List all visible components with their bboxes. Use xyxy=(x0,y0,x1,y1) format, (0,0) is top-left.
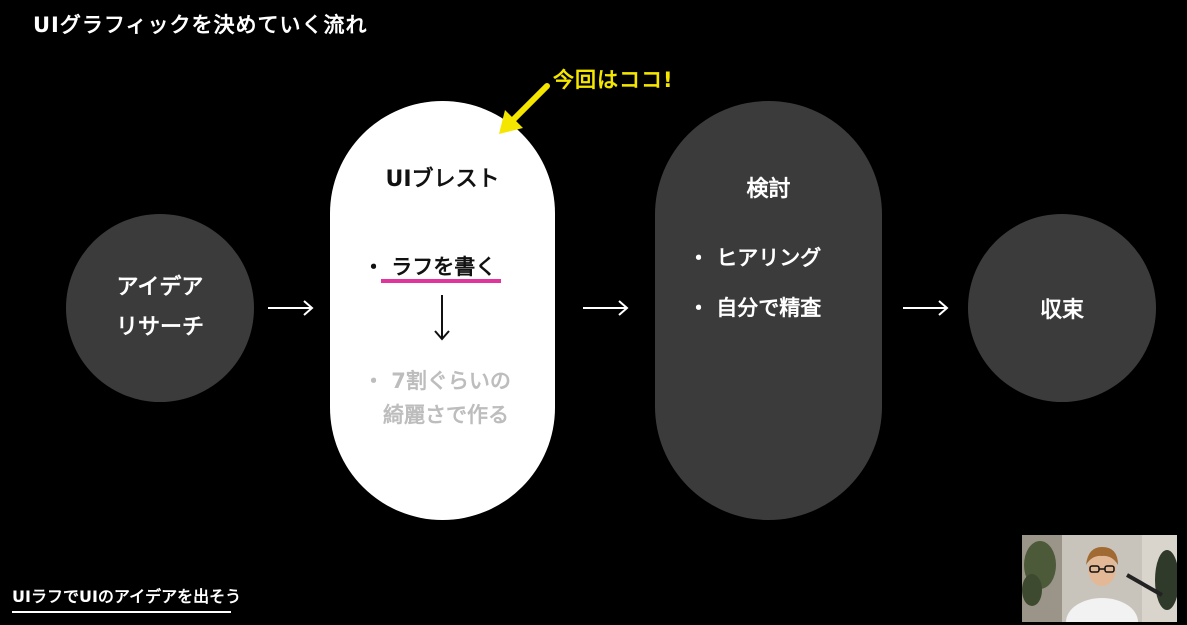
brainstorm-bullet-neat-line2: 綺麗さで作る xyxy=(383,403,509,427)
converge-circle: 収束 xyxy=(968,214,1156,402)
presenter-image xyxy=(1022,535,1177,622)
slide-title: UIグラフィックを決めていく流れ xyxy=(33,13,368,37)
current-step-callout: 今回はココ! xyxy=(553,68,674,92)
review-pill: 検討 ・ ヒアリング ・ 自分で精査 xyxy=(655,101,882,520)
brainstorm-bullet-rough: ・ ラフを書く xyxy=(363,255,497,279)
research-circle: アイデア リサーチ xyxy=(66,214,254,402)
converge-label: 収束 xyxy=(1039,298,1084,323)
research-label-line2: リサーチ xyxy=(115,315,204,340)
arrow-down-icon xyxy=(434,295,450,341)
brainstorm-title: UIブレスト xyxy=(385,167,500,192)
review-bullet-hearing: ・ ヒアリング xyxy=(688,246,822,270)
callout-arrow-icon xyxy=(499,83,550,134)
arrow-right-icon xyxy=(903,300,949,316)
research-label-line1: アイデア xyxy=(116,275,204,300)
arrow-right-icon xyxy=(583,300,629,316)
brainstorm-bullet-neat-line1: ・ 7割ぐらいの xyxy=(363,369,511,393)
brainstorm-pill: UIブレスト ・ ラフを書く ・ 7割ぐらいの 綺麗さで作る xyxy=(330,101,555,520)
presenter-webcam xyxy=(1022,535,1177,622)
footer-caption: UIラフでUIのアイデアを出そう xyxy=(12,587,242,606)
review-title: 検討 xyxy=(746,177,791,202)
highlight-underline xyxy=(381,279,501,283)
footer-underline xyxy=(12,611,231,613)
arrow-right-icon xyxy=(268,300,314,316)
review-bullet-self-check: ・ 自分で精査 xyxy=(688,296,822,320)
